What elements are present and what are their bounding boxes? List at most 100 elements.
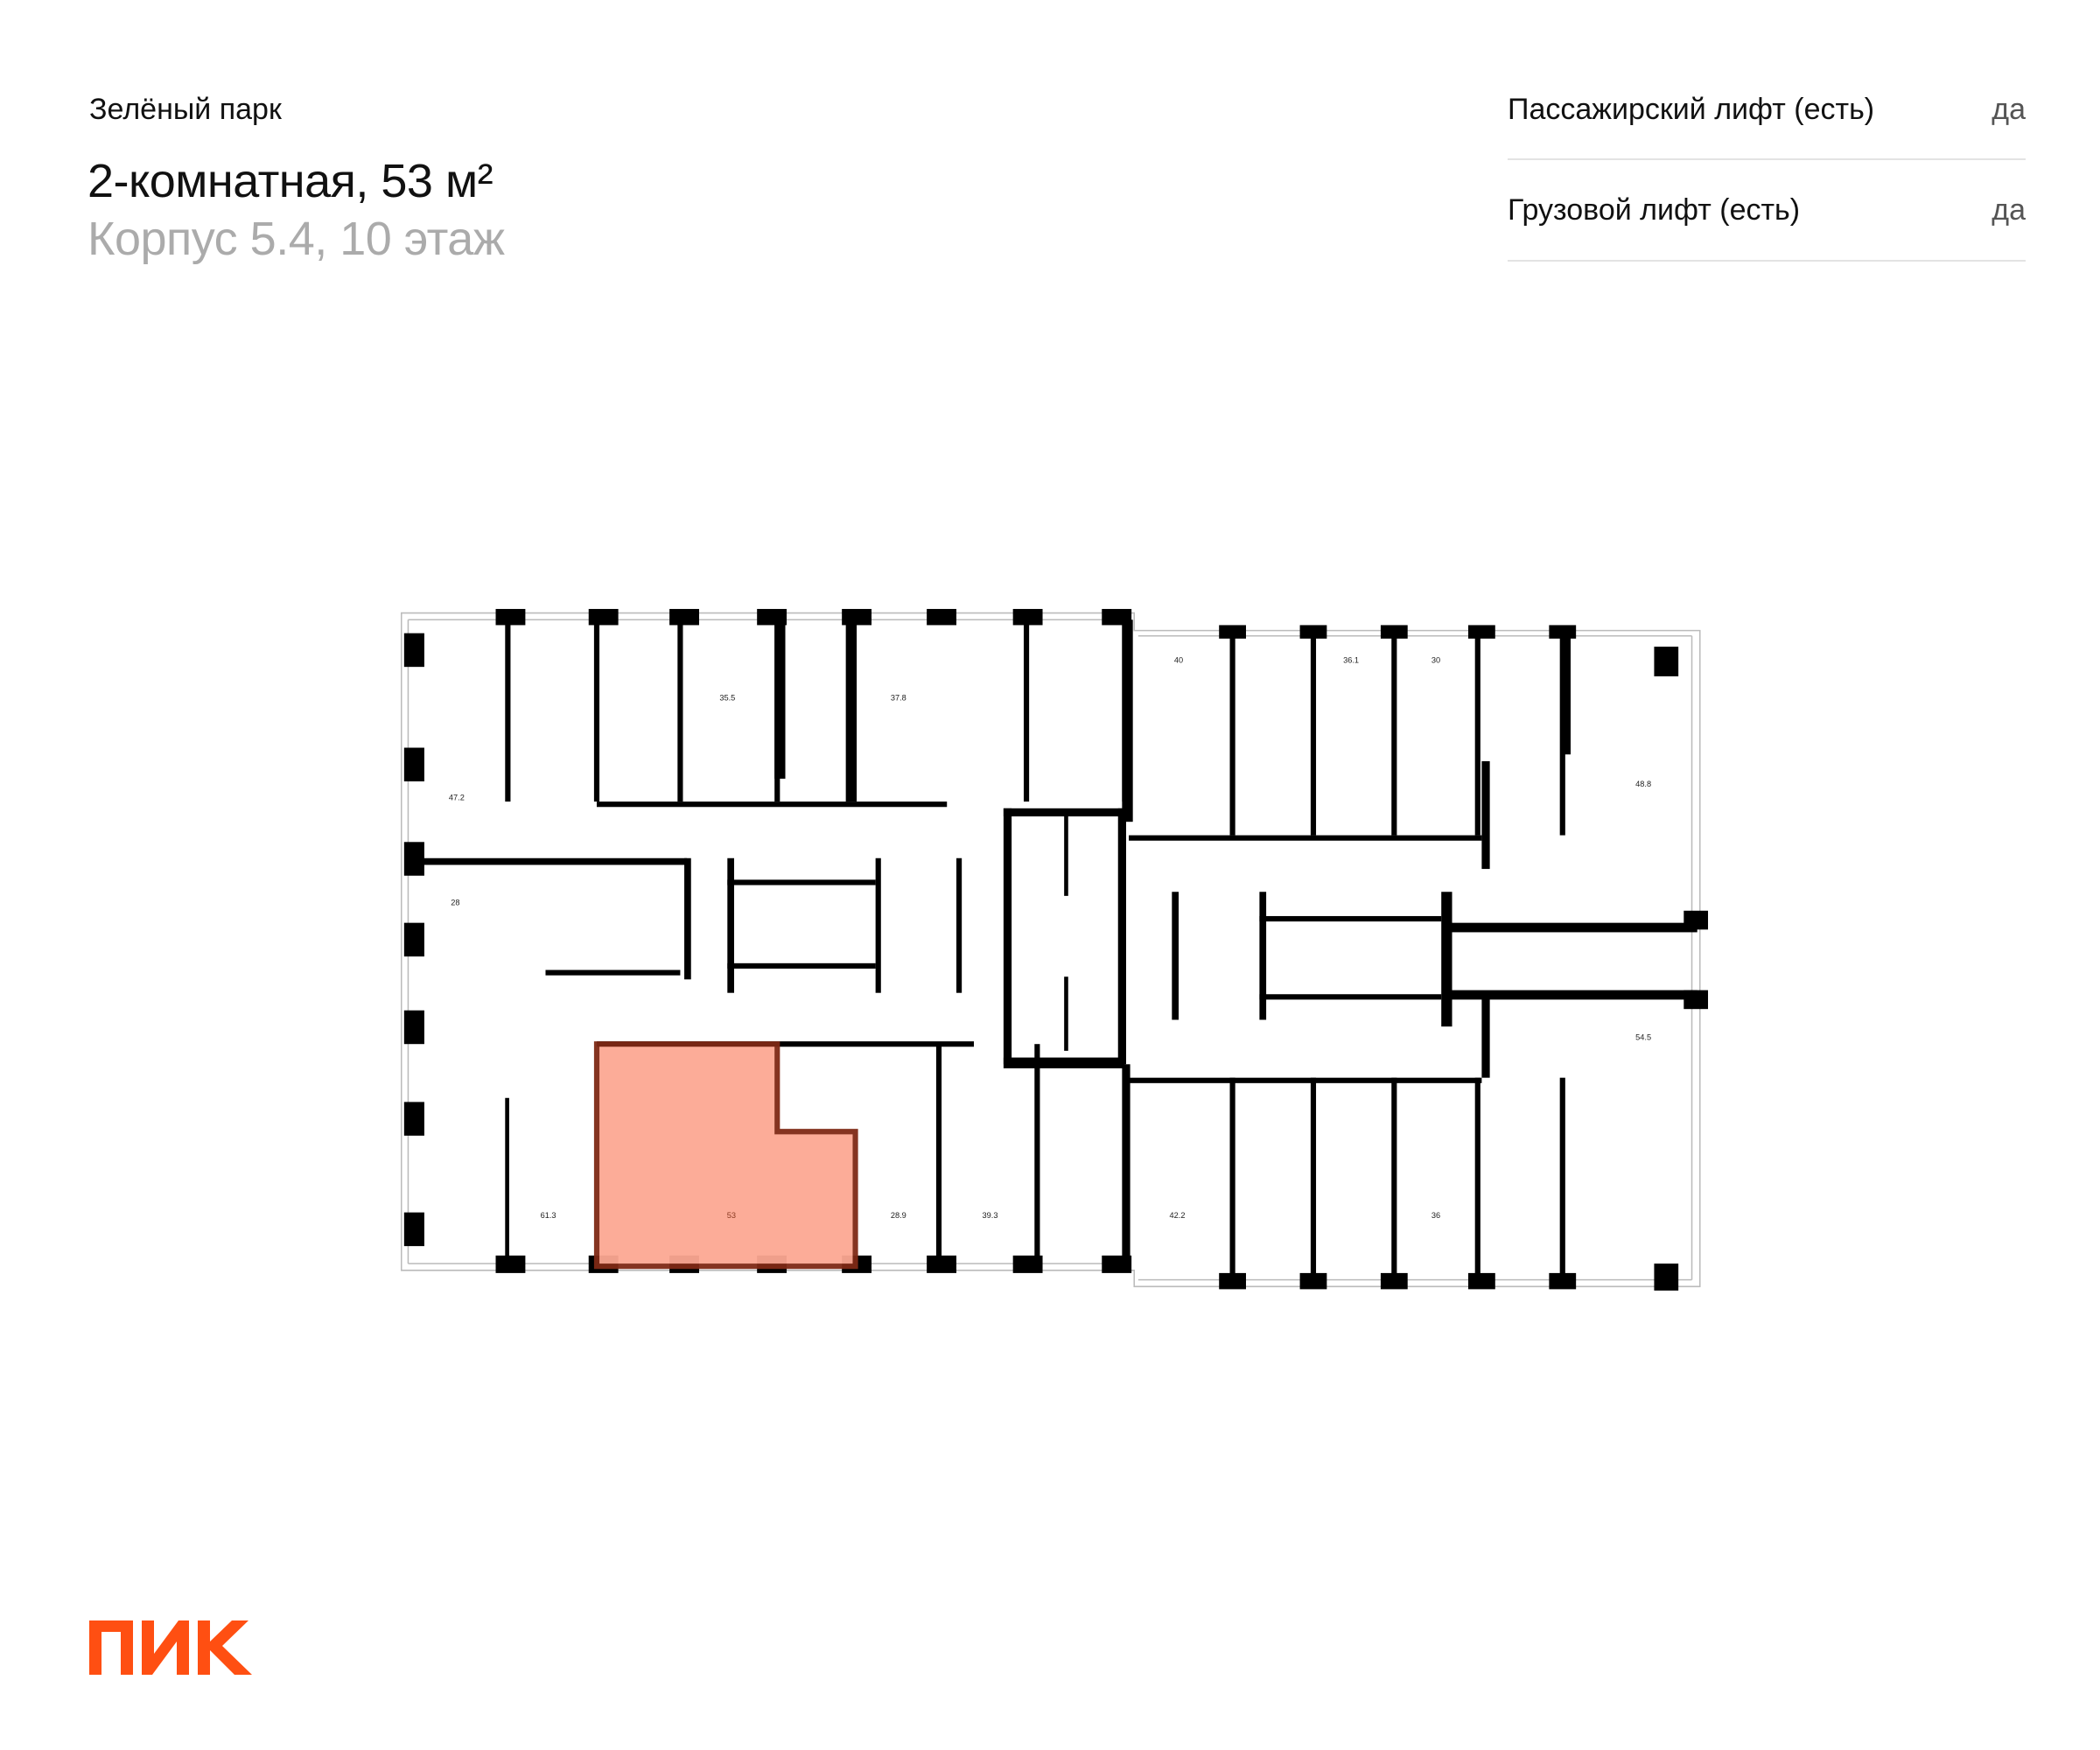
wall (1259, 915, 1442, 922)
wall (1229, 633, 1236, 836)
pillar (1299, 1272, 1327, 1290)
wall (956, 858, 962, 993)
pillar (1299, 625, 1327, 639)
wall (1447, 922, 1698, 933)
wall (774, 620, 786, 779)
wall (596, 802, 948, 808)
wall (1117, 808, 1126, 1065)
wall (1391, 633, 1397, 836)
pik-logo (89, 1620, 252, 1675)
wall (596, 1041, 975, 1047)
wall (677, 620, 683, 802)
wall (1259, 892, 1267, 1020)
pillar (403, 747, 424, 782)
pillar (403, 1102, 424, 1136)
wall (505, 620, 511, 802)
pillar (495, 1255, 526, 1273)
apartment-area-label: 28.9 (891, 1211, 906, 1220)
apartment-area-label: 42.2 (1170, 1211, 1186, 1220)
apartment-area-label: 28 (451, 899, 459, 907)
apartment-area-label: 61.3 (541, 1211, 556, 1220)
wall (1481, 760, 1490, 870)
pillar (1219, 625, 1246, 639)
selected-apartment[interactable] (593, 1041, 858, 1270)
wall (1310, 1077, 1317, 1280)
apartment-area-label: 37.8 (891, 694, 906, 703)
wall (727, 858, 734, 993)
pillar (403, 1010, 424, 1045)
building-floor-subtitle: Корпус 5.4, 10 этаж (88, 213, 505, 265)
feature-label: Пассажирский лифт (есть) (1508, 93, 1875, 126)
wall (1441, 892, 1452, 1027)
pillar (1219, 1272, 1246, 1290)
feature-freight-lift: Грузовой лифт (есть) да (1508, 160, 2026, 262)
pillar (1549, 1272, 1577, 1290)
wall (1064, 976, 1068, 1051)
wall (1172, 892, 1180, 1020)
pillar (588, 608, 619, 626)
wall (1229, 1077, 1236, 1280)
wall (1474, 1077, 1480, 1280)
wall (1064, 815, 1068, 896)
wall (1003, 1057, 1125, 1068)
wall (1122, 1064, 1130, 1267)
wall (545, 970, 681, 976)
feature-value: да (1992, 93, 2026, 126)
apartment-area-label: 36 (1432, 1211, 1440, 1220)
apartment-area-label: 53 (727, 1211, 736, 1220)
wall (1003, 808, 1012, 1065)
feature-value: да (1992, 192, 2026, 227)
wall (935, 1044, 942, 1267)
wall (845, 620, 858, 802)
wall (410, 858, 688, 865)
pillar (403, 1212, 424, 1247)
pillar (1012, 608, 1043, 626)
pillar (1380, 625, 1408, 639)
wall (1391, 1077, 1397, 1280)
wall (1562, 633, 1571, 755)
apartment-area-label: 48.8 (1635, 780, 1651, 788)
wall (1034, 1044, 1040, 1267)
apartment-area-label: 30 (1432, 656, 1440, 665)
wall (1481, 997, 1490, 1078)
project-name: Зелёный парк (89, 93, 282, 126)
apartment-title: 2-комнатная, 53 м² (88, 155, 494, 207)
apartment-area-label: 39.3 (983, 1211, 998, 1220)
apartment-area-label: 40 (1174, 656, 1183, 665)
wall (593, 620, 600, 802)
feature-label: Грузовой лифт (есть) (1508, 192, 1801, 227)
features-list: Пассажирский лифт (есть) да Грузовой лиф… (1508, 84, 2026, 262)
elevator-shaft (1003, 808, 1125, 817)
apartment-area-label: 35.5 (719, 694, 735, 703)
wall (505, 1097, 509, 1267)
wall (727, 879, 876, 886)
wall (727, 962, 876, 969)
apartment-area-label: 54.5 (1635, 1033, 1651, 1042)
wall (875, 858, 881, 993)
wall (1122, 620, 1133, 822)
window-outline (400, 612, 1701, 1288)
pillar (927, 608, 957, 626)
wall (1023, 620, 1030, 802)
wall (1447, 990, 1698, 1000)
walls (403, 608, 1709, 1291)
pillar (403, 633, 424, 668)
pillar (669, 608, 699, 626)
wall (1310, 633, 1317, 836)
wall (1474, 633, 1480, 836)
pillar (1467, 625, 1495, 639)
wall (1559, 1077, 1565, 1280)
apartment-area-label: 47.2 (449, 794, 465, 802)
apartment-area-label: 36.1 (1343, 656, 1359, 665)
wall (684, 858, 691, 980)
wall (1129, 835, 1482, 841)
pillar (1654, 647, 1679, 676)
pillar (495, 608, 526, 626)
wall (1124, 1077, 1482, 1083)
pillar (1380, 1272, 1408, 1290)
wall (1259, 994, 1442, 1000)
pillar (927, 1255, 957, 1273)
pillar (403, 922, 424, 957)
pillar (1467, 1272, 1495, 1290)
